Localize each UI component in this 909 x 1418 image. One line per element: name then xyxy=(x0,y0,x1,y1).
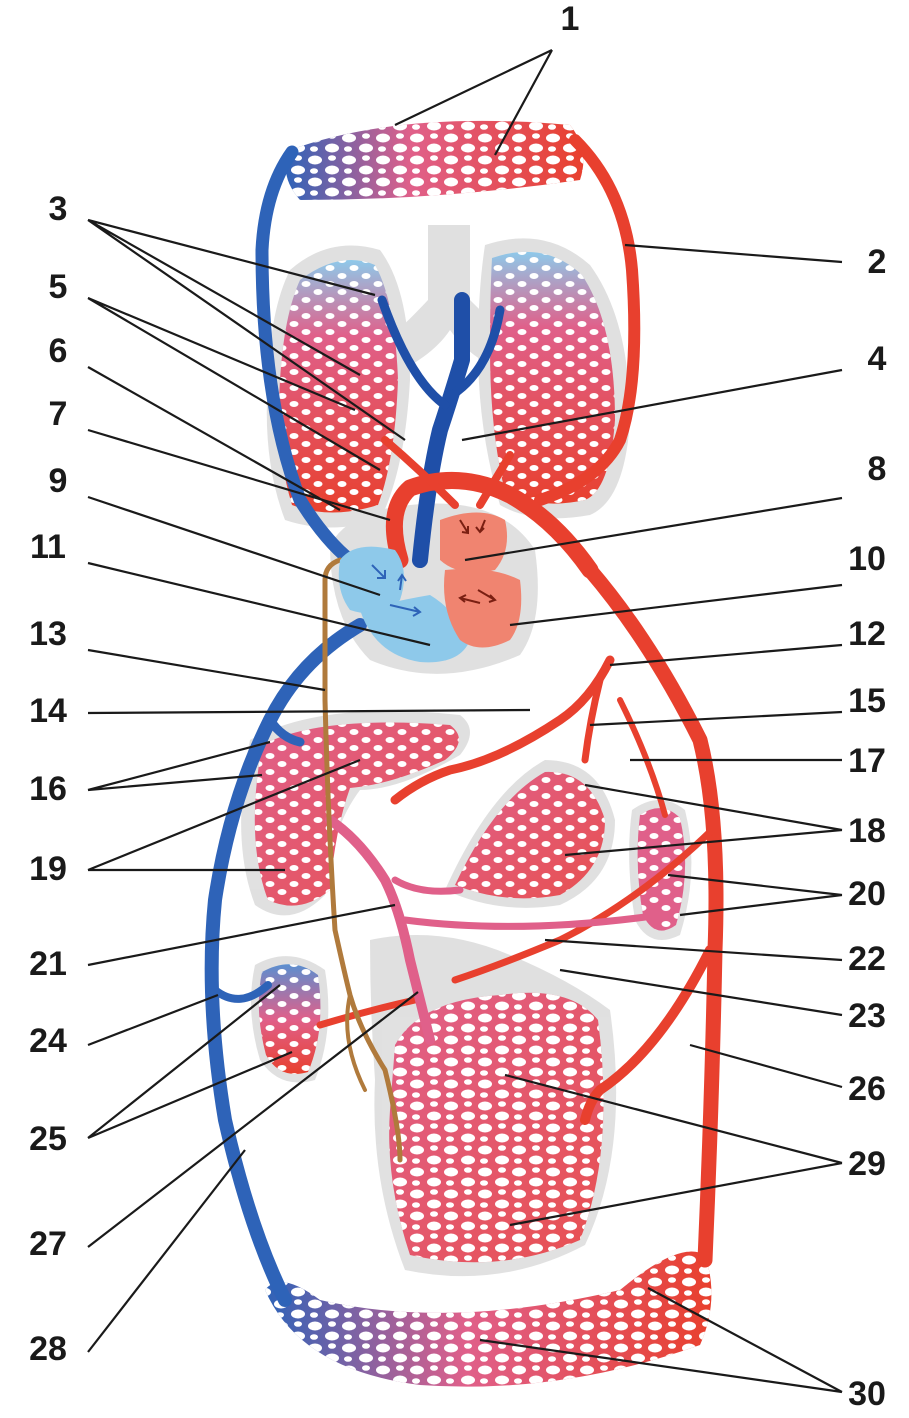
label-5: 5 xyxy=(49,268,68,306)
label-4: 4 xyxy=(868,340,887,378)
label-20: 20 xyxy=(848,875,886,913)
label-18: 18 xyxy=(848,812,886,850)
label-6: 6 xyxy=(49,332,68,370)
label-22: 22 xyxy=(848,940,886,978)
label-21: 21 xyxy=(29,945,67,983)
liver-capillary-network xyxy=(255,723,459,906)
label-16: 16 xyxy=(29,770,67,808)
label-9: 9 xyxy=(49,462,68,500)
left-atrium xyxy=(440,513,507,573)
label-14: 14 xyxy=(29,692,67,730)
label-7: 7 xyxy=(49,395,68,433)
label-11: 11 xyxy=(30,528,66,566)
label-2: 2 xyxy=(868,243,887,281)
label-8: 8 xyxy=(868,450,887,488)
label-13: 13 xyxy=(29,615,67,653)
label-27: 27 xyxy=(29,1225,67,1263)
label-3: 3 xyxy=(49,190,68,228)
label-26: 26 xyxy=(848,1070,886,1108)
label-24: 24 xyxy=(29,1022,67,1060)
label-1: 1 xyxy=(561,0,580,38)
head-capillary-network xyxy=(286,121,584,200)
label-29: 29 xyxy=(848,1145,886,1183)
label-12: 12 xyxy=(848,615,886,653)
label-23: 23 xyxy=(848,997,886,1035)
label-10: 10 xyxy=(848,540,886,578)
label-30: 30 xyxy=(848,1375,886,1413)
label-28: 28 xyxy=(29,1330,67,1368)
kidney-capillary-network xyxy=(259,964,321,1074)
label-25: 25 xyxy=(29,1120,67,1158)
label-15: 15 xyxy=(848,682,886,720)
label-17: 17 xyxy=(848,742,886,780)
label-19: 19 xyxy=(29,850,67,888)
intestine-capillary-network xyxy=(389,993,603,1262)
